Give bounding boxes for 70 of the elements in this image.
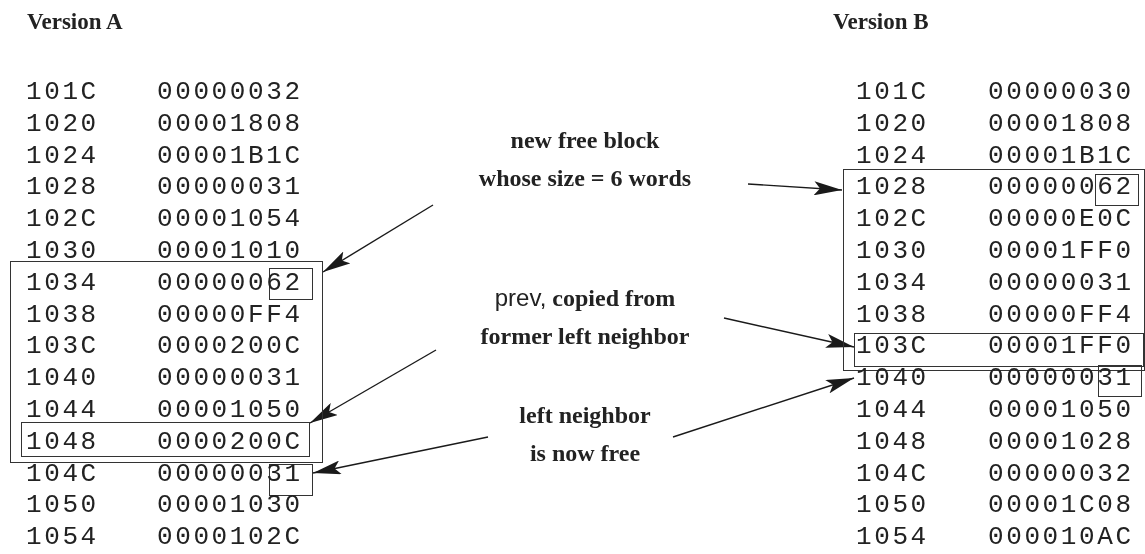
- memory-address: 1044: [856, 395, 929, 425]
- memory-address: 104C: [26, 458, 99, 489]
- memory-address: 103C: [856, 331, 929, 362]
- memory-address: 1024: [856, 140, 929, 171]
- memory-value: 00001FF0: [988, 236, 1134, 266]
- memory-value: 00000FF4: [157, 299, 303, 330]
- memory-value: 00000031: [157, 172, 303, 203]
- memory-address: 1040: [26, 363, 99, 394]
- highlight-box: [21, 422, 310, 457]
- memory-value: 00001B1C: [157, 140, 303, 171]
- memory-address: 1028: [856, 172, 929, 203]
- memory-address: 1034: [856, 267, 929, 298]
- panel-heading: Version B: [833, 8, 929, 36]
- memory-value: 00000031: [988, 267, 1134, 298]
- memory-address: 1034: [26, 267, 99, 298]
- memory-value: 00001C08: [988, 490, 1134, 521]
- memory-value: 00000030: [988, 77, 1134, 107]
- memory-address: 1040: [856, 363, 932, 393]
- memory-address: 1020: [856, 108, 929, 139]
- memory-address: 1030: [856, 236, 929, 266]
- arrow: [747, 181, 843, 196]
- memory-value: 0000102C: [157, 522, 303, 553]
- memory-address: 101C: [26, 77, 99, 107]
- memory-value: 00000FF4: [988, 299, 1134, 330]
- memory-address: 1038: [26, 299, 99, 330]
- memory-address: 102C: [26, 204, 99, 235]
- memory-value: 00001808: [988, 108, 1134, 139]
- arrow: [312, 436, 489, 475]
- arrow: [723, 317, 855, 348]
- memory-address: 1054: [856, 522, 929, 553]
- memory-value: 00000032: [988, 458, 1134, 489]
- callout-text: new free block whose size = 6 words: [420, 121, 750, 201]
- memory-value: 00001808: [157, 108, 303, 139]
- memory-value: 00000031: [157, 363, 303, 394]
- memory-value: 00001FF0: [988, 331, 1134, 362]
- memory-value: 00001028: [988, 426, 1134, 457]
- memory-value: 00001050: [157, 395, 303, 425]
- memory-address: 1038: [856, 299, 929, 330]
- memory-address: 104C: [856, 458, 929, 489]
- memory-address: 101C: [856, 77, 929, 107]
- memory-value: 00001050: [988, 395, 1134, 425]
- memory-address: 102C: [856, 204, 929, 235]
- arrow: [322, 204, 434, 273]
- memory-address: 1020: [26, 108, 99, 139]
- memory-address: 1024: [26, 140, 99, 171]
- memory-address: 1050: [26, 490, 99, 521]
- memory-value: 00001054: [157, 204, 303, 235]
- memory-value: 00001B1C: [988, 140, 1134, 171]
- memory-address: 1054: [26, 522, 99, 553]
- memory-value: 0000200C: [157, 426, 303, 457]
- callout-text: prev, copied from former left neighbor: [420, 279, 750, 355]
- highlight-box: [10, 261, 323, 463]
- panel-heading: Version A: [27, 8, 123, 36]
- arrow: [672, 377, 855, 438]
- memory-value: 000010AC: [988, 522, 1134, 553]
- memory-address: 1048: [26, 426, 99, 457]
- memory-value: 00001030: [157, 490, 303, 521]
- memory-value: 00001010: [157, 236, 303, 266]
- memory-address: 1044: [26, 395, 99, 425]
- arrow: [309, 349, 437, 424]
- memory-value: 00000032: [157, 77, 303, 107]
- highlight-box: [854, 333, 1144, 367]
- memory-address: 1048: [856, 426, 929, 457]
- callout-text: left neighbor is now free: [470, 396, 700, 472]
- memory-value: 0000200C: [157, 331, 303, 362]
- memory-address: 1050: [856, 490, 929, 521]
- memory-address: 1030: [26, 236, 99, 266]
- memory-address: 1028: [26, 172, 99, 203]
- memory-value: 00000E0C: [988, 204, 1134, 235]
- memory-address: 103C: [26, 331, 99, 362]
